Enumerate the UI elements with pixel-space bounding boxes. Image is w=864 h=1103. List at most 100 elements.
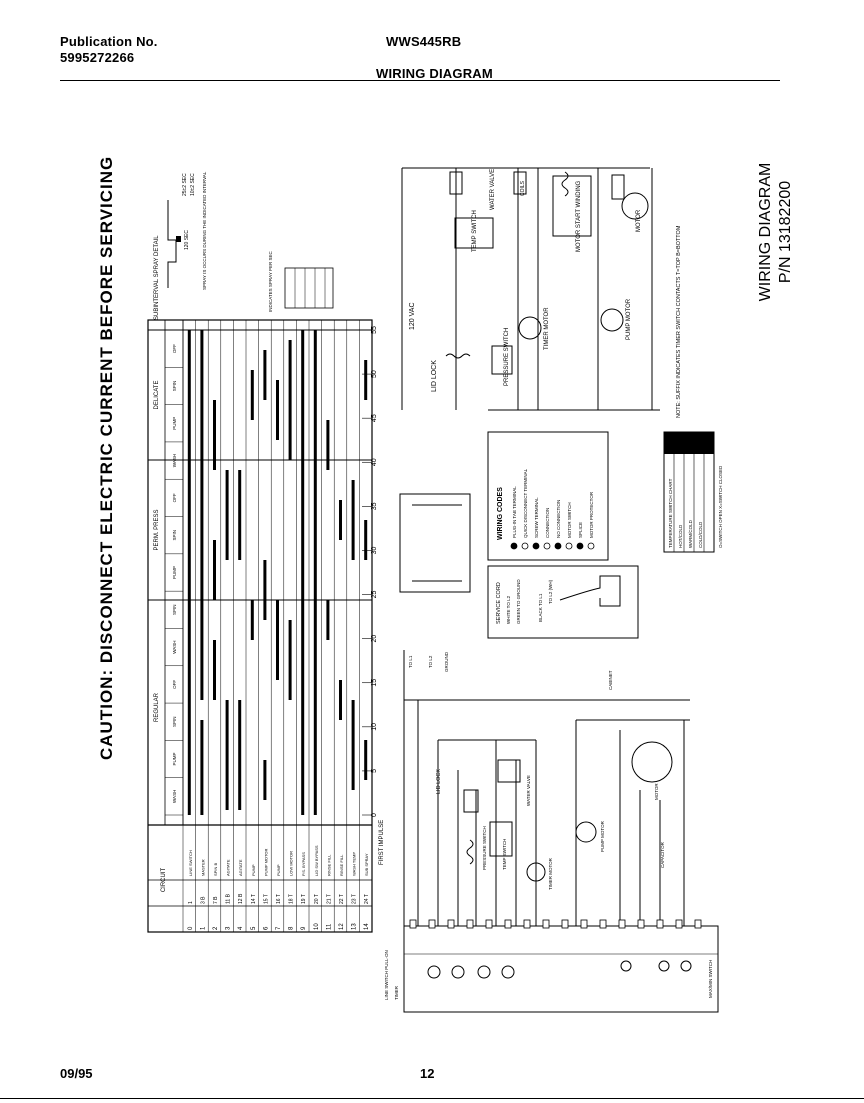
circuit-name: PUMP bbox=[251, 864, 256, 876]
switch-table-title: TEMPERATURE SWITCH CHART bbox=[668, 478, 673, 548]
timer-label: TIMER bbox=[394, 985, 399, 1000]
phase-label: OFF bbox=[172, 680, 177, 689]
timing-bar bbox=[213, 400, 216, 470]
service-cord-label-3: TO L2 (WH) bbox=[548, 579, 553, 604]
timing-bar bbox=[225, 470, 229, 560]
circuit-name: LOW MOTOR bbox=[289, 851, 294, 876]
circuit-name: PUMP MOTOR bbox=[263, 848, 268, 876]
b-capacitor-label: CAPACITOR bbox=[660, 841, 665, 868]
phase-label: OFF bbox=[172, 493, 177, 502]
terminal-block bbox=[399, 493, 471, 593]
service-cord-label-4: GREEN TO GROUND bbox=[516, 579, 521, 624]
terminal bbox=[694, 919, 702, 929]
terminal bbox=[466, 919, 474, 929]
circuit-contacts: 23 T bbox=[352, 894, 358, 904]
cabinet-label: CABINET bbox=[608, 670, 613, 690]
model-number: WWS445RB bbox=[386, 34, 462, 49]
side-title-line1: WIRING DIAGRAM bbox=[757, 163, 774, 302]
terminal bbox=[428, 919, 436, 929]
timing-bar bbox=[288, 620, 292, 700]
circuit-name: P.S. BYPASS bbox=[301, 852, 306, 876]
scale-label: 40 bbox=[371, 458, 378, 466]
circuit-id: 8 bbox=[289, 926, 295, 930]
phase-label: PUMP bbox=[172, 753, 177, 766]
circuit-name: LINE SWITCH bbox=[188, 850, 193, 876]
circuit-contacts: 20 T bbox=[314, 894, 320, 904]
timing-bar bbox=[187, 330, 191, 815]
switch-table-row-2: WARM/COLD bbox=[688, 519, 693, 548]
circuit-name: MASTER bbox=[200, 859, 205, 876]
circuit-name: RINSE FILL bbox=[339, 854, 344, 876]
circuit-name: PUMP bbox=[276, 864, 281, 876]
subinterval-note-2: 25±2 SEC bbox=[182, 173, 188, 196]
wiring-code-item: CONNECTION bbox=[545, 508, 550, 538]
terminal bbox=[656, 919, 664, 929]
scale-label: 10 bbox=[371, 723, 378, 731]
b-lid-lock-label: LID LOCK bbox=[436, 769, 442, 794]
group-label: DELICATE bbox=[154, 381, 160, 410]
circuit-id: 13 bbox=[352, 923, 358, 930]
circuit-id: 3 bbox=[226, 926, 232, 930]
timing-bar bbox=[364, 360, 368, 400]
terminal bbox=[504, 919, 512, 929]
lid-lock-label: LID LOCK bbox=[431, 360, 438, 392]
wiring-code-item: MOTOR SWITCH bbox=[567, 502, 572, 538]
subinterval-note-4: SPRAY IS OCCURS DURING THE INDICATED INT… bbox=[202, 171, 207, 290]
circuit-id: 1 bbox=[200, 926, 206, 930]
phase-label: OFF bbox=[172, 344, 177, 353]
circuit-contacts: 11 B bbox=[226, 893, 232, 904]
circuit-id: 6 bbox=[263, 926, 269, 930]
circuit-contacts: 1 bbox=[188, 901, 194, 904]
b-motor-label: MOTOR bbox=[654, 783, 659, 800]
subinterval-note-1: 120 SEC bbox=[184, 230, 190, 250]
page-number: 12 bbox=[420, 1066, 435, 1081]
circuit-contacts: 3 B bbox=[200, 896, 206, 904]
terminal bbox=[675, 919, 683, 929]
wiring-code-item: QUICK DISCONNECT TERMINAL bbox=[523, 468, 528, 538]
header-rule bbox=[60, 80, 780, 81]
page-title: WIRING DIAGRAM bbox=[376, 66, 493, 81]
footer-date: 09/95 bbox=[60, 1066, 93, 1081]
scale-label: 55 bbox=[371, 326, 378, 334]
phase-label: SPIN bbox=[172, 716, 177, 727]
motor-label: MOTOR bbox=[636, 209, 642, 232]
to-l1-label: TO L1 bbox=[408, 655, 413, 668]
service-cord-label-1: WHITE TO L2 bbox=[506, 595, 511, 624]
phase-label: WASH bbox=[172, 640, 177, 653]
wiring-code-symbol bbox=[565, 542, 573, 550]
service-cord-box: SERVICE CORD WHITE TO L2 BLACK TO L1 TO … bbox=[487, 565, 639, 639]
circuit-id: 4 bbox=[238, 926, 244, 930]
wiring-code-symbol bbox=[510, 542, 518, 550]
ground-label: GROUND bbox=[444, 651, 449, 672]
terminal bbox=[542, 919, 550, 929]
timing-bar bbox=[263, 560, 267, 620]
wiring-code-symbol bbox=[587, 542, 595, 550]
phase-label: SPIN bbox=[172, 381, 177, 392]
scale-label: 15 bbox=[371, 679, 378, 687]
publication-label: Publication No. bbox=[60, 34, 158, 49]
temp-switch-label: TEMP SWITCH bbox=[472, 210, 478, 252]
circuit-name: SUB SPRAY bbox=[364, 853, 369, 876]
switch-table-note: O=SWITCH OPEN X=SWITCH CLOSED bbox=[718, 465, 723, 548]
pressure-switch-label: PRESSURE SWITCH bbox=[504, 328, 510, 386]
coils-label: COILS bbox=[520, 180, 526, 196]
motor-start-winding-label: MOTOR START WINDING bbox=[576, 180, 582, 252]
side-title-line2: P/N 13182200 bbox=[777, 181, 794, 283]
timing-bar bbox=[364, 740, 368, 780]
switch-table: TEMPERATURE SWITCH CHART HOT/COLD WARM/C… bbox=[663, 431, 723, 553]
timing-bar bbox=[238, 470, 242, 560]
caution-text: CAUTION: DISCONNECT ELECTRIC CURRENT BEF… bbox=[97, 156, 116, 760]
terminal bbox=[523, 919, 531, 929]
circuit-id: 10 bbox=[314, 923, 320, 930]
subinterval-title: SUBINTERVAL SPRAY DETAIL bbox=[154, 235, 160, 320]
timing-bar bbox=[263, 350, 267, 400]
terminal bbox=[409, 919, 417, 929]
scale-label: 20 bbox=[371, 635, 378, 643]
timing-bar bbox=[339, 680, 342, 720]
b-pressure-switch-label: PRESSURE SWITCH bbox=[482, 826, 487, 870]
circuit-contacts: 21 T bbox=[326, 894, 332, 904]
timing-bar bbox=[364, 520, 368, 560]
terminal bbox=[618, 919, 626, 929]
